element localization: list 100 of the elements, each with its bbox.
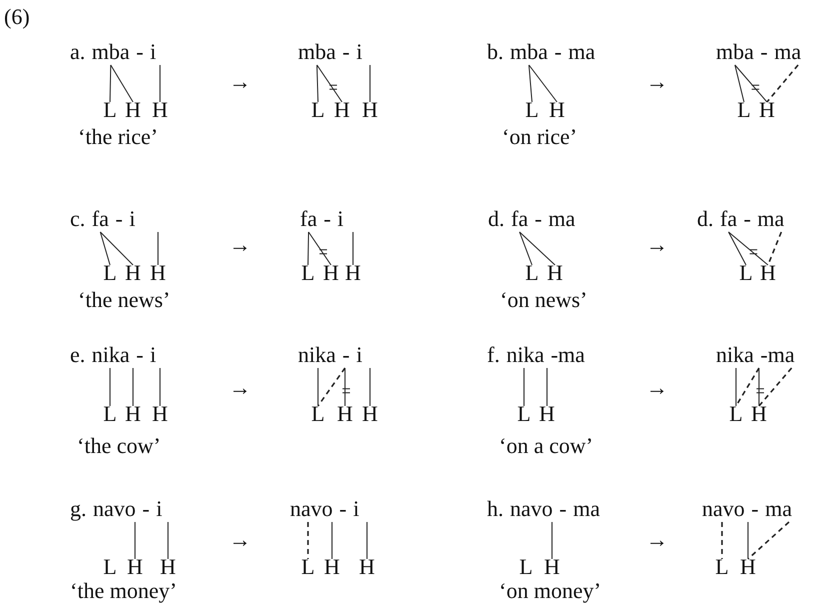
tone-letter: H bbox=[127, 556, 143, 578]
syllable: vo bbox=[722, 496, 745, 521]
gloss: ‘the news’ bbox=[78, 289, 170, 311]
association-line bbox=[342, 368, 350, 406]
syllable: na bbox=[510, 496, 531, 521]
tone-letter: H bbox=[544, 556, 560, 578]
hyphen: - bbox=[339, 496, 347, 521]
tone-letter: L bbox=[301, 262, 315, 284]
tone-letter: L bbox=[729, 403, 743, 425]
syllable: ni bbox=[298, 342, 316, 367]
syllable: ni bbox=[506, 342, 524, 367]
syllable: i bbox=[150, 39, 156, 64]
tone-letter: L bbox=[301, 556, 315, 578]
hyphen: - bbox=[115, 206, 123, 231]
association-line bbox=[528, 64, 532, 102]
syllable: ma bbox=[765, 496, 792, 521]
association-line bbox=[308, 232, 310, 266]
syllable: vo bbox=[114, 496, 136, 521]
rule-arrow: → bbox=[229, 234, 251, 256]
syllable: i bbox=[353, 496, 360, 521]
syllable: i bbox=[337, 206, 344, 231]
syllable: fa bbox=[300, 206, 318, 231]
tone-letter: L bbox=[525, 262, 539, 284]
hyphen: - bbox=[342, 342, 350, 367]
tone-letter: H bbox=[337, 403, 353, 425]
hyphen: - bbox=[136, 342, 144, 367]
association-line bbox=[756, 368, 764, 406]
association-line bbox=[317, 368, 346, 406]
syllable: ni bbox=[716, 342, 734, 367]
tone-letter: H bbox=[125, 403, 141, 425]
syllable: ma bbox=[568, 39, 596, 64]
tone-letter: L bbox=[715, 556, 729, 578]
syllable: fa bbox=[720, 206, 738, 231]
association-line bbox=[758, 367, 792, 407]
hyphen: - bbox=[744, 206, 751, 231]
gloss: ‘the rice’ bbox=[78, 126, 158, 148]
tone-letter: H bbox=[125, 262, 141, 284]
rule-arrow: → bbox=[229, 71, 251, 93]
gloss: ‘the cow’ bbox=[77, 435, 161, 457]
rule-arrow: → bbox=[646, 377, 668, 399]
association-line bbox=[766, 64, 799, 103]
hyphen: - bbox=[142, 496, 150, 521]
syllable: ma bbox=[768, 342, 795, 367]
association-line bbox=[528, 64, 558, 102]
syllable: mba bbox=[92, 39, 130, 64]
gloss: ‘on news’ bbox=[500, 289, 588, 311]
syllable: mba bbox=[510, 39, 548, 64]
rule-arrow: → bbox=[646, 529, 668, 551]
hyphen: - bbox=[324, 206, 331, 231]
syllable: ma bbox=[774, 39, 802, 64]
association-line bbox=[546, 368, 548, 406]
rule-arrow: → bbox=[646, 234, 668, 256]
rule-arrow: → bbox=[229, 529, 251, 551]
association-line bbox=[110, 64, 112, 102]
association-line bbox=[747, 521, 790, 560]
syllable: mba bbox=[298, 39, 336, 64]
syllable: ma bbox=[757, 206, 784, 231]
tone-letter: L bbox=[525, 99, 539, 121]
syllable: na bbox=[93, 496, 114, 521]
syllable: i bbox=[356, 342, 362, 367]
tone-letter: H bbox=[760, 262, 776, 284]
syllable: i bbox=[156, 496, 162, 521]
syllable: ka bbox=[733, 342, 754, 367]
tone-letter: H bbox=[759, 99, 775, 121]
association-line bbox=[735, 368, 760, 406]
tone-letter: H bbox=[547, 262, 563, 284]
tone-letter: H bbox=[152, 403, 168, 425]
example-letter: e. bbox=[70, 342, 86, 367]
hyphen: - bbox=[342, 39, 350, 64]
tone-letter: H bbox=[324, 556, 340, 578]
tone-letter: H bbox=[740, 556, 756, 578]
gloss: ‘on rice’ bbox=[502, 126, 578, 148]
association-line bbox=[134, 522, 136, 560]
tone-letter: L bbox=[739, 262, 753, 284]
tone-letter: L bbox=[103, 99, 117, 121]
example-letter: d. bbox=[697, 206, 714, 231]
hyphen: - bbox=[136, 39, 144, 64]
syllable: i bbox=[150, 342, 156, 367]
example-letter: g. bbox=[70, 496, 86, 521]
association-line bbox=[519, 232, 532, 266]
association-line bbox=[734, 64, 744, 102]
association-line bbox=[519, 232, 556, 266]
example-letter: c. bbox=[70, 206, 86, 231]
tone-letter: H bbox=[345, 262, 361, 284]
syllable: ma bbox=[548, 206, 576, 231]
tone-letter: L bbox=[103, 403, 117, 425]
hyphen: - bbox=[559, 496, 567, 521]
syllable: ka bbox=[315, 342, 336, 367]
example-letter: h. bbox=[487, 496, 504, 521]
hyphen: - bbox=[751, 496, 759, 521]
syllable: na bbox=[702, 496, 723, 521]
association-line bbox=[366, 522, 368, 560]
hyphen: - bbox=[534, 206, 542, 231]
tone-letter: H bbox=[362, 403, 378, 425]
tone-letter: L bbox=[737, 99, 751, 121]
syllable: ma bbox=[558, 342, 585, 367]
syllable: na bbox=[290, 496, 311, 521]
tone-letter: H bbox=[152, 99, 168, 121]
example-letter: b. bbox=[487, 39, 504, 64]
example-letter: d. bbox=[488, 206, 504, 231]
